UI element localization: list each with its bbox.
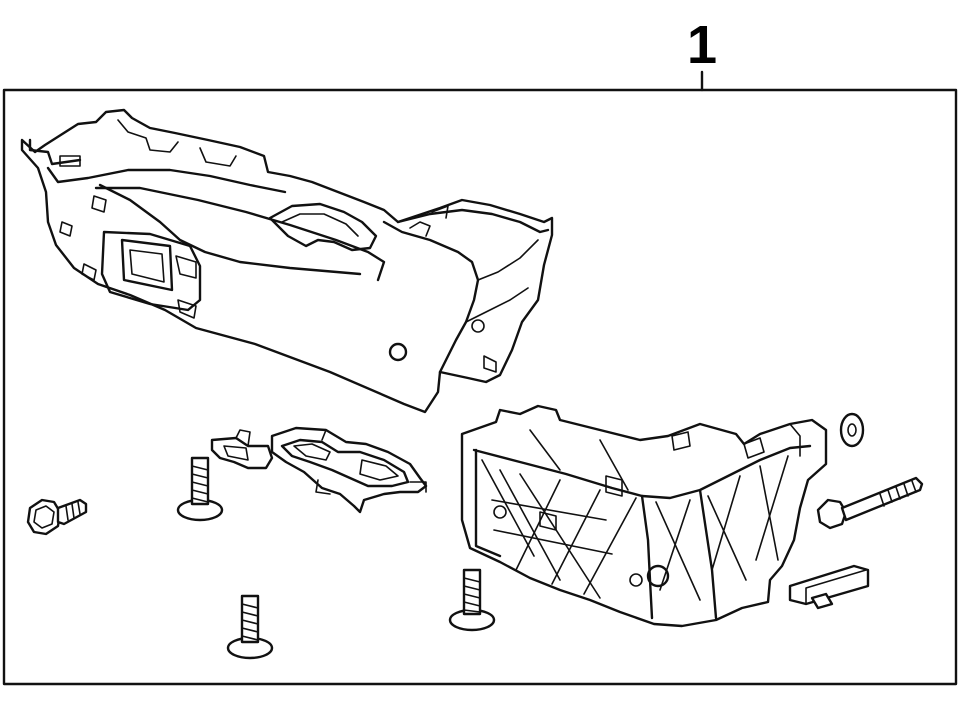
spacer-bracket [210,429,274,470]
diagram-frame [2,88,958,686]
cup-holder-insert [270,426,428,514]
screw [176,456,224,522]
screw [448,568,496,632]
washer [839,412,865,448]
screw [226,594,274,660]
long-bolt [816,476,924,530]
connector [788,564,870,610]
callout-number: 1 [687,15,717,75]
center-console-assembly [20,108,554,414]
flange-bolt [26,498,88,536]
console-rear-bracket [460,404,828,628]
